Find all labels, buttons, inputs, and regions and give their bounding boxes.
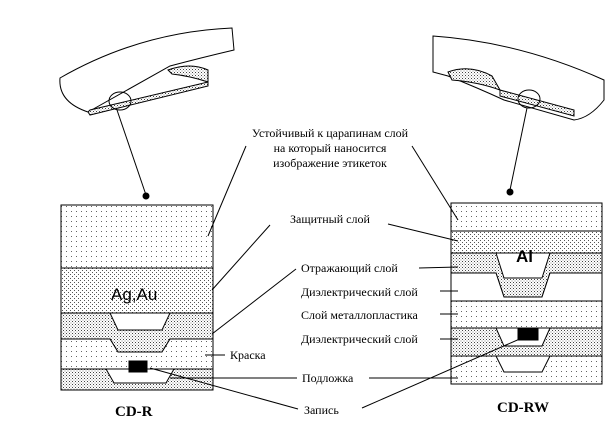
cdr-layer-stack [60,204,214,391]
cdrw-substrate-layer [450,355,603,385]
label-metalloplastic: Слой металлопластика [301,308,419,322]
label-recording: Запись [304,403,339,417]
cdr-disc-fragment [59,27,235,116]
cdrw-protective-layer [450,230,603,254]
cdr-title: CD-R [115,404,153,420]
cdrw-metalloplastic-layer [450,300,603,329]
cdr-reflective-layer [60,267,214,314]
cdrw-leader-dot [506,188,514,196]
label-substrate: Подложка [302,371,354,385]
cdrw-leader-line [509,107,528,191]
label-leaders [149,145,523,410]
cdrw-dielectric-layer-2 [450,327,603,357]
label-dielectric-1: Диэлектрический слой [301,285,418,299]
cdr-leader-line [116,109,147,196]
label-reflective: Отражающий слой [301,261,398,275]
cdr-protective-layer [60,204,214,269]
label-scratch-line-3: изображение этикеток [273,156,387,170]
cdr-recording-mark [128,360,148,373]
cdrw-recording-mark [517,327,539,341]
cdrw-title: CD-RW [497,400,549,416]
label-dielectric-2: Диэлектрический слой [301,332,418,346]
cdr-dye-layer [60,338,214,370]
cdrw-metal-label: Al [516,247,533,266]
label-scratch-line-2: на который наносится [274,141,387,155]
cdrw-scratch-layer [450,202,603,232]
cdrw-layer-stack [450,202,603,385]
cdr-leader-dot [142,192,150,200]
cdr-metal-label: Ag,Au [111,285,157,304]
cdrw-disc-fragment [432,35,605,121]
label-dye: Краска [230,348,266,362]
label-protective: Защитный слой [290,212,370,226]
cdr-substrate-layer [60,368,214,391]
label-scratch-line-1: Устойчивый к царапинам слой [252,126,409,140]
